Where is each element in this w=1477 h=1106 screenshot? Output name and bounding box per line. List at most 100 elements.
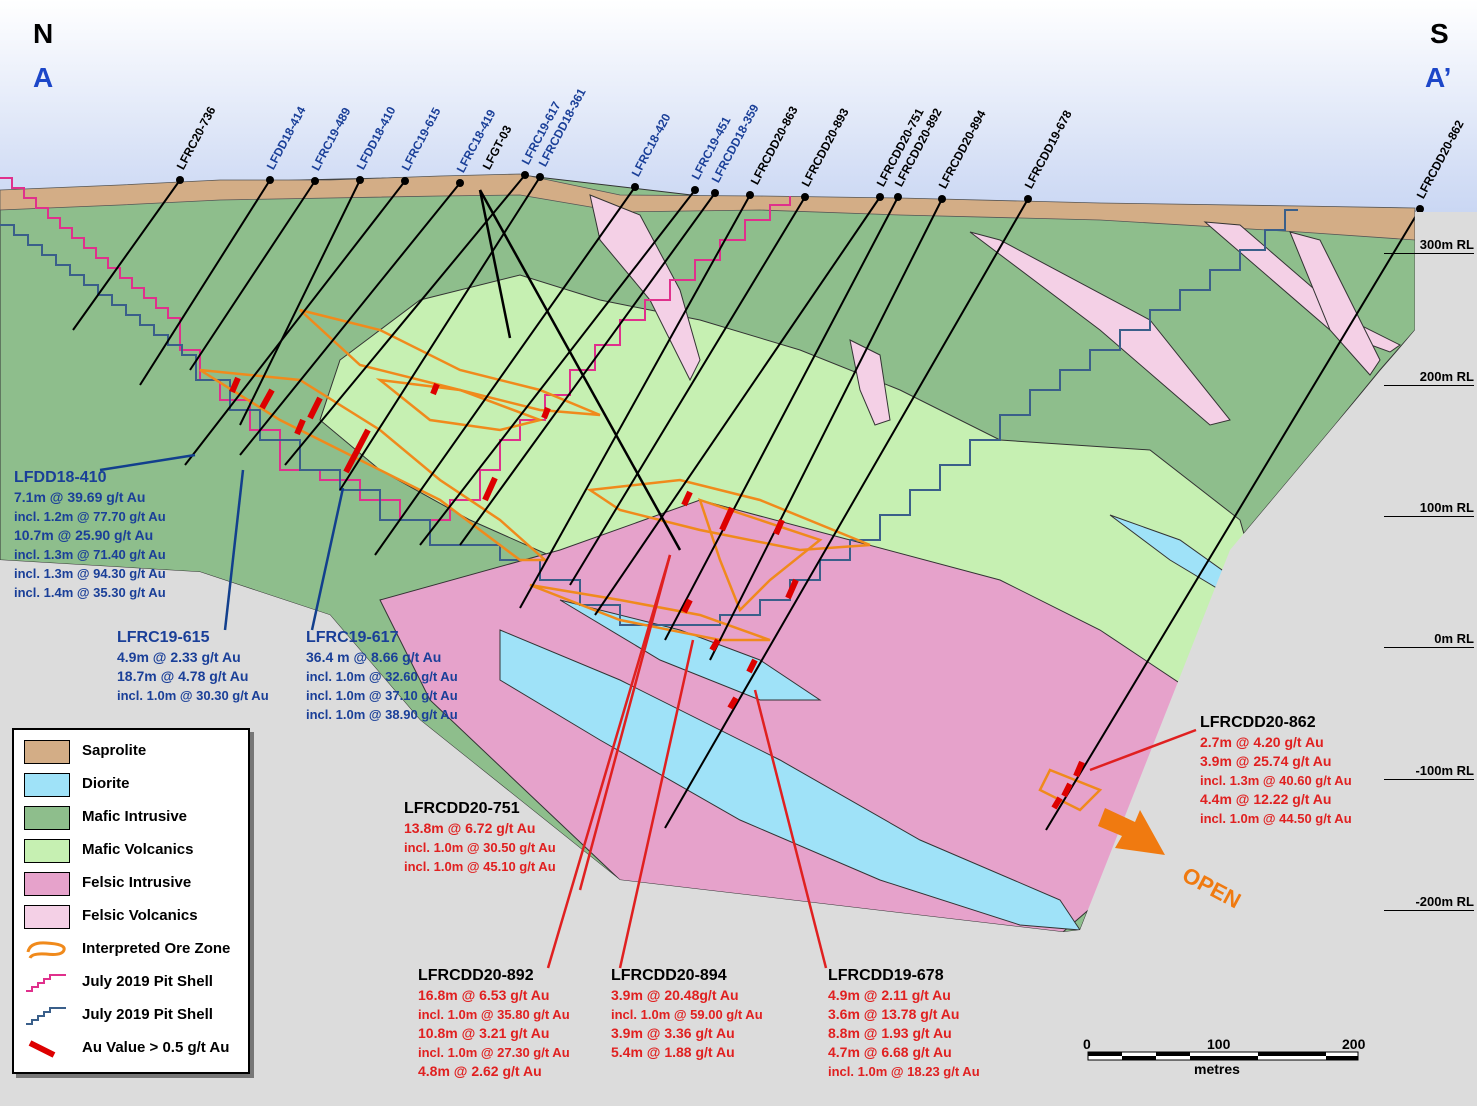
- au-value-bar: [727, 696, 739, 710]
- ore-zone-outline: [1038, 768, 1103, 812]
- au-value-bar: [430, 382, 440, 396]
- intercept-line: 7.1m @ 39.69 g/t Au: [14, 489, 146, 505]
- diorite-swatch: [24, 773, 70, 797]
- au-value-bar: [541, 406, 551, 420]
- au-value-icon: [28, 1040, 56, 1058]
- rl-label-300: 300m RL: [1384, 237, 1474, 254]
- legend-item-diorite: Diorite: [24, 771, 244, 798]
- collar-dots: [176, 171, 1424, 213]
- au-value-bar: [785, 578, 799, 600]
- compass-south: S: [1430, 18, 1449, 49]
- intercept-title: LFRC19-617: [306, 629, 399, 646]
- intercept-title: LFDD18-410: [14, 469, 107, 486]
- intercept-line: incl. 1.0m @ 44.50 g/t Au: [1200, 811, 1352, 826]
- intercept-line: incl. 1.2m @ 77.70 g/t Au: [14, 509, 166, 524]
- mafic-volcanics-swatch: [24, 839, 70, 863]
- drill-hole: [72, 179, 181, 331]
- intercept-title: LFRCDD20-894: [611, 967, 727, 984]
- intercept-line: 36.4 m @ 8.66 g/t Au: [306, 649, 442, 665]
- drill-hole: [1045, 208, 1421, 831]
- felsic-volcanics-unit: [1289, 231, 1381, 376]
- section-end-label: A’: [1425, 62, 1452, 93]
- intercept-title: LFRC19-615: [117, 629, 210, 646]
- intercept-line: incl. 1.0m @ 27.30 g/t Au: [418, 1045, 570, 1060]
- au-value-bar: [343, 428, 371, 474]
- au-value-bar: [307, 396, 323, 420]
- intercept-line: 4.4m @ 12.22 g/t Au: [1200, 791, 1332, 807]
- drill-hole: [709, 198, 943, 661]
- rl-label-100: 100m RL: [1384, 500, 1474, 517]
- section-start-label: A: [33, 62, 54, 93]
- intercept-line: incl. 1.0m @ 32.60 g/t Au: [306, 669, 458, 684]
- intercept-lfdd18-410: LFDD18-410 7.1m @ 39.69 g/t Au incl. 1.2…: [14, 468, 166, 602]
- intercept-line: 4.7m @ 6.68 g/t Au: [828, 1044, 952, 1060]
- ore-zone-outline: [698, 498, 823, 613]
- ore-zone-outline: [586, 478, 871, 552]
- drill-hole: [339, 176, 541, 491]
- intercept-lfrc19-615: LFRC19-615 4.9m @ 2.33 g/t Au 18.7m @ 4.…: [117, 628, 269, 705]
- au-value-bar: [482, 476, 498, 502]
- intercept-lfrcdd20-862: LFRCDD20-862 2.7m @ 4.20 g/t Au 3.9m @ 2…: [1200, 713, 1352, 828]
- intercept-title: LFRCDD19-678: [828, 967, 944, 984]
- intercept-line: 10.8m @ 3.21 g/t Au: [418, 1025, 550, 1041]
- mafic-intrusive-swatch: [24, 806, 70, 830]
- rl-label-0: 0m RL: [1384, 631, 1474, 648]
- drill-holes: [72, 174, 1421, 831]
- ore-zone-outline: [375, 378, 545, 432]
- intercept-line: incl. 1.3m @ 71.40 g/t Au: [14, 547, 166, 562]
- callout-arrow-lfrcdd20-862: [1089, 728, 1197, 772]
- callout-arrow-lfrcdd20-894: [578, 554, 672, 891]
- intercept-line: 2.7m @ 4.20 g/t Au: [1200, 734, 1324, 750]
- intercept-line: incl. 1.0m @ 30.50 g/t Au: [404, 840, 556, 855]
- au-value-bar: [719, 506, 735, 532]
- intercept-line: 18.7m @ 4.78 g/t Au: [117, 668, 249, 684]
- legend-item-ore-zone: Interpreted Ore Zone: [24, 936, 244, 963]
- scale-unit: metres: [1194, 1061, 1240, 1077]
- intercept-title: LFRCDD20-892: [418, 967, 534, 984]
- pit-shell-blue-icon: [26, 1007, 66, 1025]
- intercept-line: 8.8m @ 1.93 g/t Au: [828, 1025, 952, 1041]
- drill-hole: [374, 186, 636, 556]
- drill-hole: [284, 174, 526, 466]
- intercept-lfrcdd20-894: LFRCDD20-894 3.9m @ 20.48g/t Au incl. 1.…: [611, 966, 763, 1062]
- ore-zones: [199, 308, 1103, 812]
- saprolite-swatch: [24, 740, 70, 764]
- intercept-line: 3.9m @ 20.48g/t Au: [611, 987, 739, 1003]
- legend-item-mafic-intrusive: Mafic Intrusive: [24, 804, 244, 831]
- callout-arrow-lfrc19-617: [310, 487, 345, 631]
- au-value-bar: [229, 376, 241, 394]
- au-value-bar: [259, 388, 275, 410]
- intercept-lfrcdd20-751: LFRCDD20-751 13.8m @ 6.72 g/t Au incl. 1…: [404, 799, 556, 876]
- intercept-line: 3.9m @ 25.74 g/t Au: [1200, 753, 1332, 769]
- intercept-title: LFRCDD20-862: [1200, 714, 1316, 731]
- scale-bar: [1087, 1051, 1359, 1061]
- au-value-bar: [773, 518, 785, 536]
- drill-hole: [239, 179, 361, 426]
- intercept-line: 3.9m @ 3.36 g/t Au: [611, 1025, 735, 1041]
- drill-hole: [594, 196, 881, 616]
- rl-label-200: 200m RL: [1384, 369, 1474, 386]
- au-value-bar: [294, 418, 306, 436]
- au-value-bar: [709, 638, 721, 652]
- pit-shell-blue: [0, 209, 1298, 626]
- callout-arrow-lfrcdd19-678: [753, 689, 828, 969]
- diorite-unit: [499, 629, 1081, 931]
- legend-label: July 2019 Pit Shell: [82, 973, 213, 990]
- drill-hole: [664, 196, 899, 641]
- intercept-line: 4.8m @ 2.62 g/t Au: [418, 1063, 542, 1079]
- compass-north: N: [33, 18, 54, 49]
- intercept-line: incl. 1.0m @ 35.80 g/t Au: [418, 1007, 570, 1022]
- pit-shell-magenta: [0, 177, 791, 521]
- intercept-line: 4.9m @ 2.11 g/t Au: [828, 987, 951, 1003]
- callout-arrow-lfrc19-615: [223, 469, 245, 631]
- ore-zone-outline: [199, 368, 549, 562]
- ore-zone-outline: [299, 308, 601, 417]
- legend-item-felsic-intrusive: Felsic Intrusive: [24, 870, 244, 897]
- ore-zone-outline: [529, 583, 771, 642]
- au-value-bar: [1051, 796, 1063, 810]
- intercept-line: incl. 1.0m @ 18.23 g/t Au: [828, 1064, 980, 1079]
- intercept-line: 16.8m @ 6.53 g/t Au: [418, 987, 550, 1003]
- drill-hole: [239, 182, 461, 456]
- callout-arrow-lfgt-03: [478, 189, 512, 339]
